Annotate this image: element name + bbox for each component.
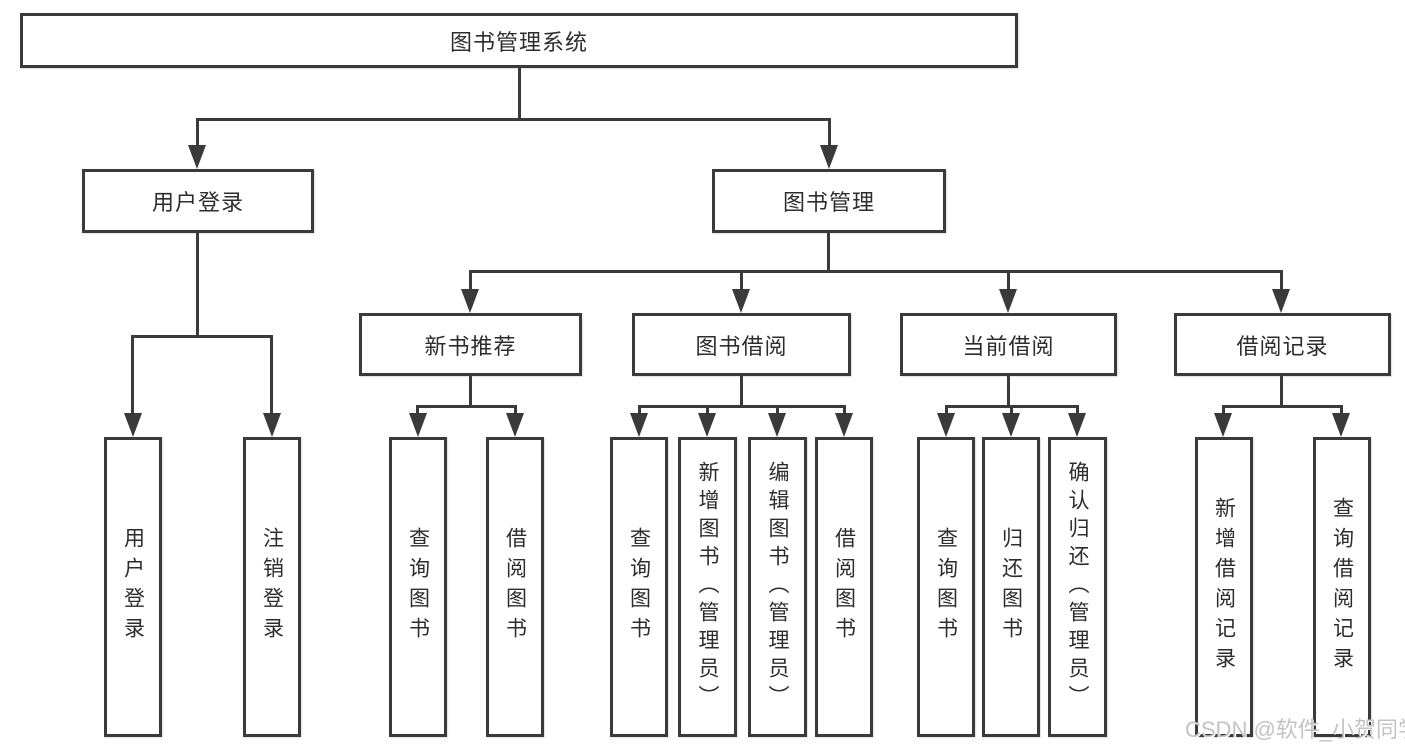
connector-line: [1280, 376, 1283, 408]
leaf-add-borrow-record: 新增借阅记录: [1195, 437, 1253, 737]
node-library-management-system: 图书管理系统: [20, 13, 1018, 68]
connector-line: [828, 118, 831, 150]
arrowhead: [1332, 413, 1350, 437]
arrowhead: [1002, 413, 1020, 437]
node-borrowing-records: 借阅记录: [1174, 313, 1391, 376]
leaf-query-books-recommend: 查询图书: [389, 437, 447, 737]
connector-line: [131, 335, 134, 417]
connector-line: [469, 376, 472, 408]
arrowhead: [835, 413, 853, 437]
leaf-borrow-books-borrowing: 借阅图书: [815, 437, 873, 737]
arrowhead: [124, 413, 142, 437]
connector-line: [196, 233, 199, 337]
connector-line: [1222, 405, 1343, 408]
connector-line: [638, 405, 641, 417]
arrowhead: [768, 413, 786, 437]
arrowhead: [188, 145, 206, 169]
connector-line: [1280, 270, 1283, 292]
leaf-query-books-current: 查询图书: [917, 437, 975, 737]
arrowhead: [698, 413, 716, 437]
leaf-query-books-borrowing: 查询图书: [610, 437, 668, 737]
leaf-logout: 注销登录: [243, 437, 301, 737]
leaf-confirm-return-admin: 确认归还（管理员）: [1048, 437, 1107, 737]
arrowhead: [263, 413, 281, 437]
leaf-edit-books-admin: 编辑图书（管理员）: [748, 437, 807, 737]
arrowhead: [1272, 289, 1290, 313]
connector-line: [740, 270, 743, 292]
connector-line: [196, 118, 199, 150]
connector-line: [1007, 376, 1010, 408]
arrowhead: [732, 289, 750, 313]
connector-line: [131, 335, 273, 338]
connector-line: [1076, 405, 1079, 417]
arrowhead: [820, 145, 838, 169]
node-book-borrowing: 图书借阅: [632, 313, 851, 376]
leaf-borrow-books-recommend: 借阅图书: [486, 437, 544, 737]
connector-line: [469, 270, 472, 292]
connector-line: [776, 405, 779, 417]
arrowhead: [1214, 413, 1232, 437]
leaf-return-books: 归还图书: [982, 437, 1040, 737]
connector-line: [1007, 270, 1010, 292]
connector-line: [1222, 405, 1225, 417]
arrowhead: [461, 289, 479, 313]
arrowhead: [1068, 413, 1086, 437]
connector-line: [416, 405, 419, 417]
connector-line: [740, 376, 743, 408]
csdn-watermark: CSDN @软件_小贺同学: [1185, 717, 1405, 742]
leaf-user-login: 用户登录: [104, 437, 162, 737]
leaf-add-books-admin: 新增图书（管理员）: [678, 437, 737, 737]
connector-line: [1340, 405, 1343, 417]
arrowhead: [630, 413, 648, 437]
connector-line: [518, 68, 521, 119]
arrowhead: [409, 413, 427, 437]
connector-line: [827, 233, 830, 273]
arrowhead: [937, 413, 955, 437]
connector-line: [843, 405, 846, 417]
node-current-borrowing: 当前借阅: [900, 313, 1117, 376]
connector-line: [514, 405, 517, 417]
connector-line: [1010, 405, 1013, 417]
arrowhead: [506, 413, 524, 437]
connector-line: [638, 405, 846, 408]
connector-line: [945, 405, 948, 417]
leaf-query-borrow-record: 查询借阅记录: [1313, 437, 1371, 737]
node-user-login: 用户登录: [82, 169, 314, 233]
connector-line: [416, 405, 517, 408]
arrowhead: [999, 289, 1017, 313]
node-new-book-recommendation: 新书推荐: [359, 313, 582, 376]
connector-line: [270, 335, 273, 417]
node-book-management: 图书管理: [712, 169, 946, 233]
connector-line: [706, 405, 709, 417]
connector-line: [196, 118, 831, 121]
connector-line: [469, 270, 1283, 273]
